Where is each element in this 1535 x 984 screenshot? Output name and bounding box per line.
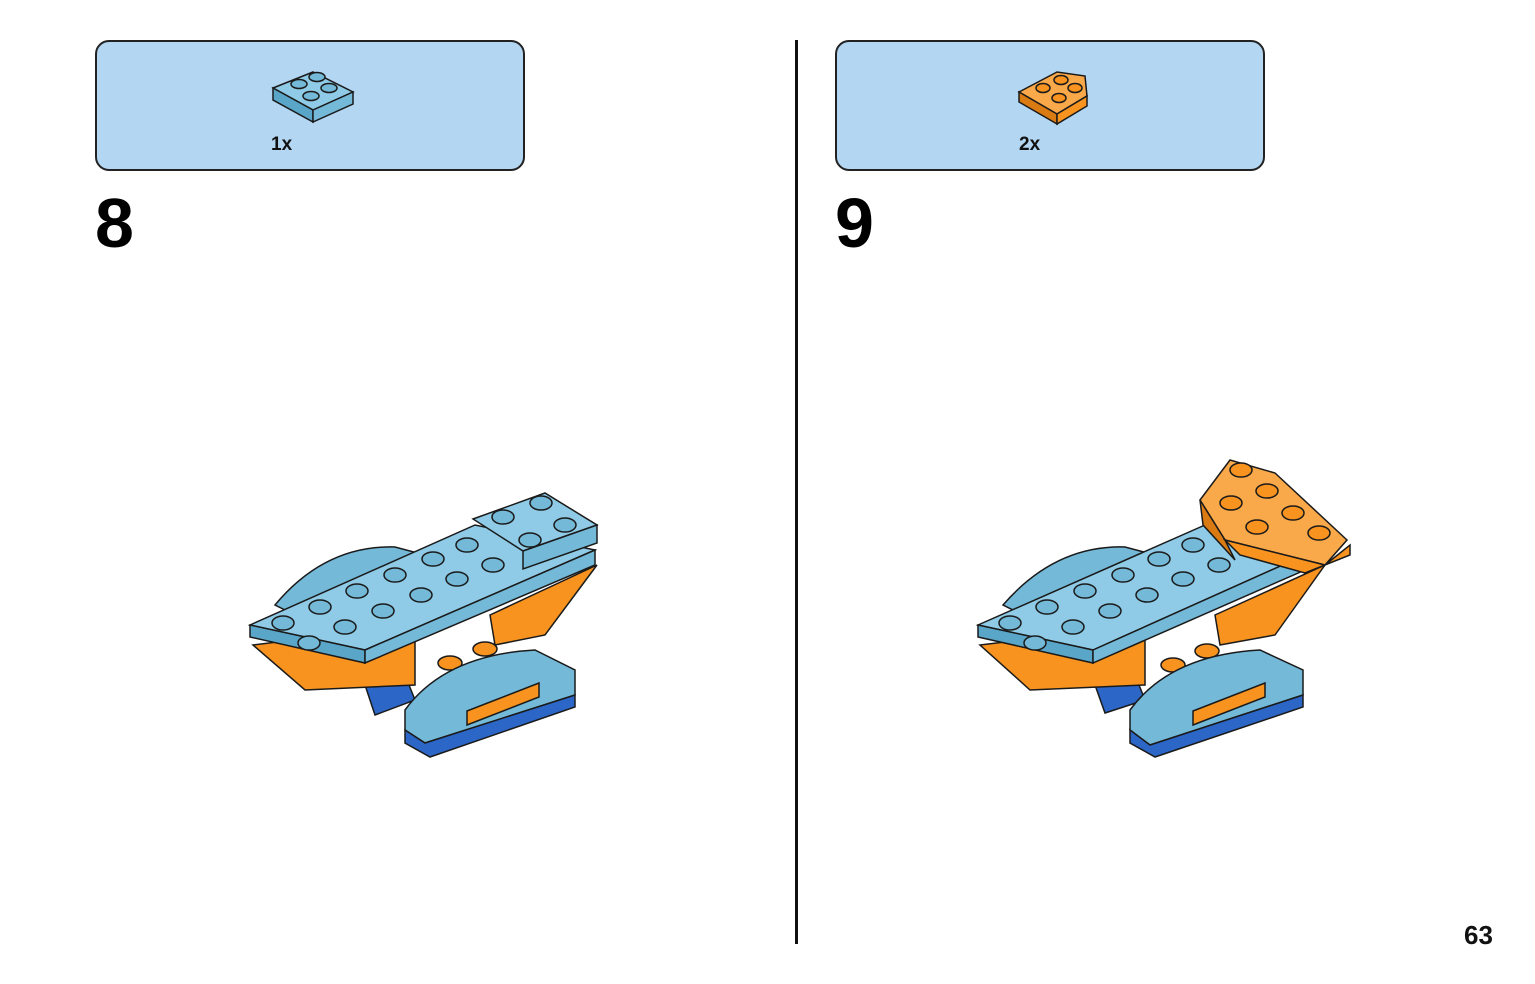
- model-step-8-illustration: [247, 492, 599, 758]
- model-step-9-illustration: [975, 459, 1351, 758]
- step-number: 9: [835, 184, 874, 262]
- part-quantity: 2x: [1019, 134, 1041, 155]
- step-number: 8: [95, 184, 134, 262]
- parts-callout-step-9: 2x: [835, 40, 1265, 171]
- step-divider: [795, 40, 798, 944]
- wedge-plate-icon: [1017, 71, 1088, 126]
- part-quantity: 1x: [271, 134, 293, 155]
- plate-2x2-icon: [271, 71, 355, 124]
- parts-callout-step-8: 1x: [95, 40, 525, 171]
- page-number: 63: [1464, 920, 1493, 950]
